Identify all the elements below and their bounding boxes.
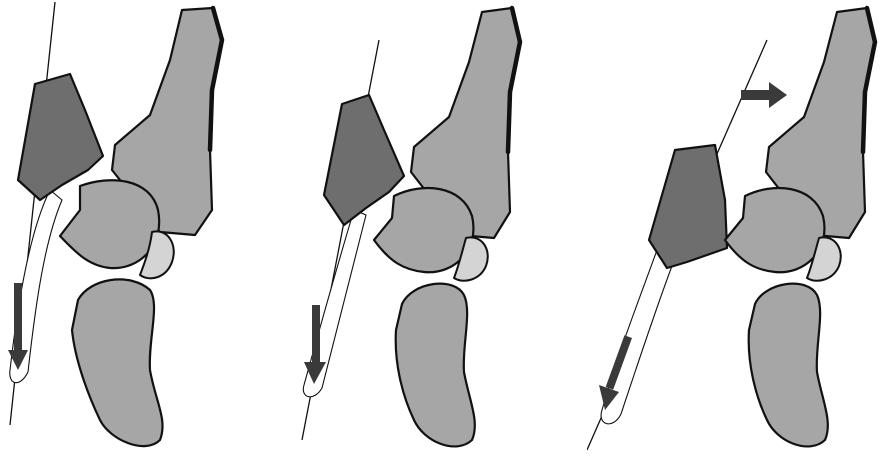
panel-1	[0, 0, 294, 457]
panel-2-illustration	[294, 0, 588, 457]
panel-3-illustration	[587, 0, 881, 457]
scaphoid-bone	[60, 180, 159, 268]
trapezium-bone	[18, 74, 103, 200]
translation-arrow-head	[769, 82, 787, 108]
radius-bone	[749, 284, 828, 447]
pull-arrow-shaft	[14, 283, 22, 353]
radius-bone	[396, 284, 475, 447]
scaphoid-bone	[725, 188, 824, 272]
trapezium-bone	[324, 95, 404, 225]
trapezium-bone	[649, 145, 727, 268]
radius-bone	[72, 279, 163, 446]
panel-3	[587, 0, 881, 457]
translation-arrow-shaft	[741, 90, 771, 100]
scaphoid-bone	[374, 188, 473, 272]
panel-2	[294, 0, 588, 457]
panel-1-illustration	[0, 0, 294, 457]
pull-arrow-shaft	[312, 305, 320, 365]
